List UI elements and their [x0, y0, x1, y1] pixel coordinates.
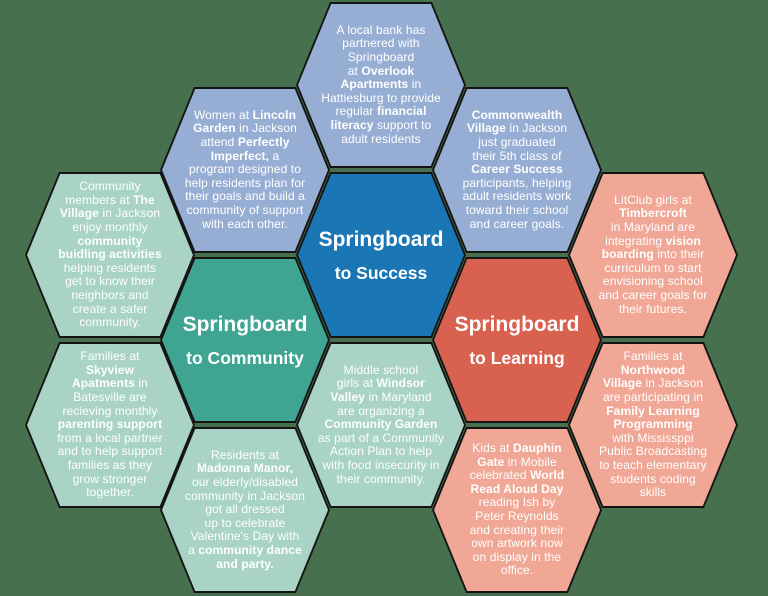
hex-springboard-to-learning-title: Springboard to Learning — [454, 312, 580, 368]
hex-springboard-to-community-fill: Springboard to Community — [162, 259, 328, 421]
hex-springboard-to-learning-title-line2: to Learning — [469, 347, 565, 368]
hex-springboard-to-success-title-line2: to Success — [334, 262, 428, 283]
hex-springboard-to-success-fill: Springboard to Success — [298, 174, 464, 336]
hex-springboard-to-success-title-line1: Springboard — [318, 227, 444, 251]
hex-springboard-to-success-label: Springboard to Success — [298, 174, 464, 336]
hex-springboard-to-success-title: Springboard to Success — [318, 227, 444, 283]
hex-springboard-to-learning-label: Springboard to Learning — [434, 259, 600, 421]
hex-springboard-to-community-label: Springboard to Community — [162, 259, 328, 421]
hex-springboard-to-community-title-line2: to Community — [186, 347, 304, 368]
hex-springboard-to-learning: Springboard to Learning — [432, 257, 602, 423]
hex-springboard-to-success: Springboard to Success — [296, 172, 466, 338]
hex-springboard-to-community: Springboard to Community — [160, 257, 330, 423]
hex-springboard-to-learning-title-line1: Springboard — [454, 312, 580, 336]
hex-springboard-to-learning-fill: Springboard to Learning — [434, 259, 600, 421]
hex-springboard-to-community-title-line1: Springboard — [182, 312, 308, 336]
hex-springboard-to-community-title: Springboard to Community — [182, 312, 308, 368]
